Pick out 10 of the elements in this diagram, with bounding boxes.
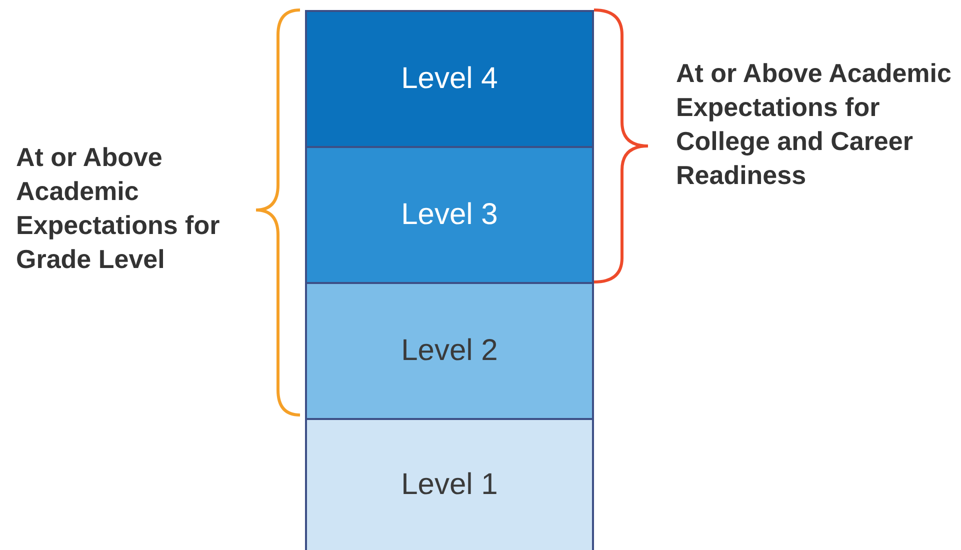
level-label: Level 2 [401,334,498,368]
level-label: Level 3 [401,198,498,232]
level-label: Level 1 [401,468,498,502]
level-band [305,146,594,284]
level-label: Level 4 [401,62,498,96]
bracket-label: At or Above Academic Expectations for Grade Level [16,141,221,276]
level-band [305,282,594,420]
level-band [305,10,594,148]
level-band [305,418,594,550]
bracket-label: At or Above Academic Expectations for College and Career Readiness [676,57,952,192]
